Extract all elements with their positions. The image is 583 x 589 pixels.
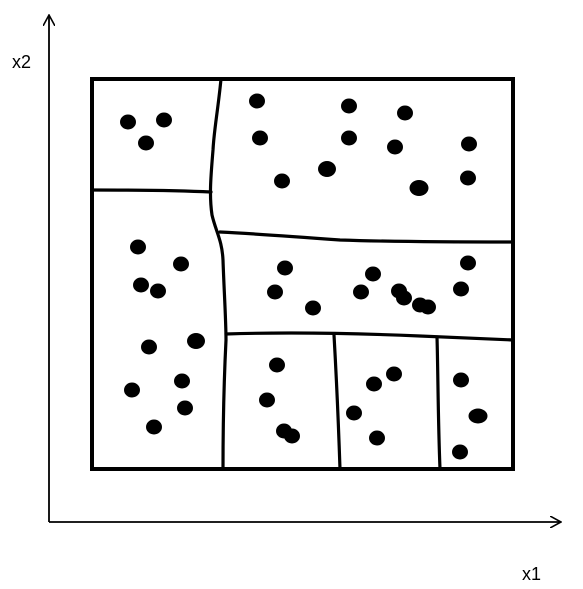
data-point <box>461 136 477 152</box>
data-point <box>187 333 205 349</box>
split-vertical-lower-1 <box>332 333 342 471</box>
y-axis-label: x2 <box>12 52 31 72</box>
data-point <box>141 339 157 355</box>
outer-region-box <box>90 77 515 471</box>
split-horizontal-left <box>90 188 213 194</box>
data-point <box>133 277 149 293</box>
data-point <box>252 130 268 146</box>
data-point <box>274 173 290 189</box>
split-vertical-main <box>208 77 228 471</box>
x-axis-label: x1 <box>522 564 541 584</box>
data-point <box>420 299 436 315</box>
data-point <box>269 357 285 373</box>
data-point <box>365 266 381 282</box>
data-point <box>146 419 162 435</box>
data-point <box>120 114 136 130</box>
data-point <box>267 284 283 300</box>
data-point <box>341 98 357 114</box>
data-point <box>453 372 469 388</box>
data-point <box>249 93 265 109</box>
data-point <box>174 373 190 389</box>
data-point <box>150 283 166 299</box>
data-point <box>341 130 357 146</box>
data-point <box>173 256 189 272</box>
data-point <box>277 260 293 276</box>
partition-lines <box>90 77 515 471</box>
data-point <box>138 135 154 151</box>
data-point <box>366 376 382 392</box>
data-point <box>369 430 385 446</box>
data-point <box>386 366 402 382</box>
data-point <box>397 105 413 121</box>
data-points <box>120 93 488 460</box>
split-vertical-lower-2 <box>435 335 442 471</box>
data-point <box>346 405 362 421</box>
data-point <box>387 139 403 155</box>
data-point <box>124 382 140 398</box>
data-point <box>468 408 488 424</box>
data-point <box>284 428 300 444</box>
split-horizontal-upper-right <box>218 230 515 244</box>
data-point <box>396 290 412 306</box>
data-point <box>156 112 172 128</box>
data-point <box>259 392 275 408</box>
data-point <box>409 180 429 196</box>
data-point <box>453 281 469 297</box>
data-point <box>460 255 476 271</box>
data-point <box>130 239 146 255</box>
data-point <box>318 161 336 177</box>
data-point <box>452 444 468 460</box>
data-point <box>177 400 193 416</box>
split-horizontal-lower-right <box>224 331 515 342</box>
data-point <box>305 300 321 316</box>
data-point <box>353 284 369 300</box>
data-point <box>460 170 476 186</box>
